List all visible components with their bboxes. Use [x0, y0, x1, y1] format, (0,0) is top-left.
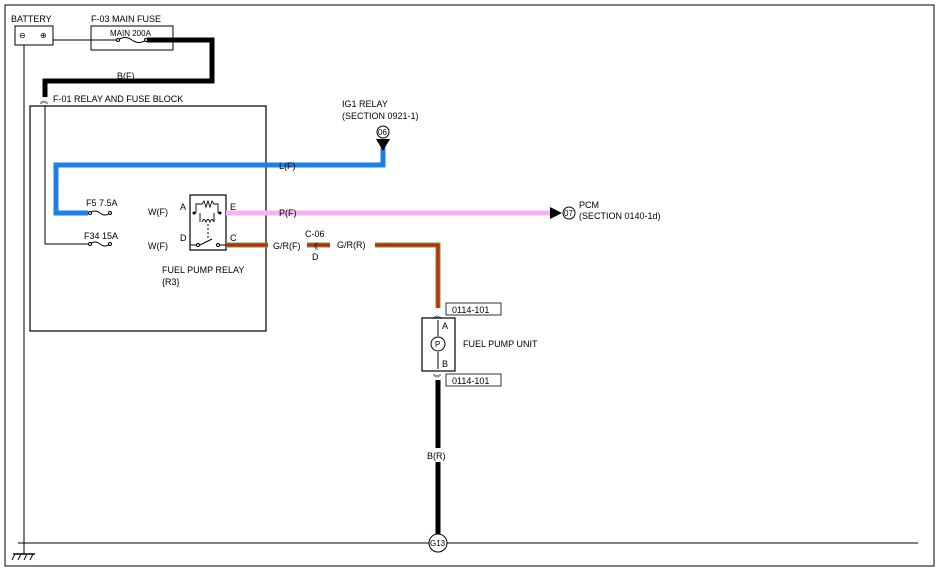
fuse-f5-icon — [89, 210, 111, 216]
wire-label-l-f: L(F) — [279, 161, 296, 171]
wire-block-bus — [44, 106, 88, 245]
battery-positive-terminal-icon: ⊕ — [40, 31, 47, 40]
ig1-relay-label: IG1 RELAY — [342, 99, 388, 109]
ground-g13-label: G13 — [430, 539, 446, 548]
main-fuse: F-03 MAIN FUSE MAIN 200A — [90, 14, 174, 51]
fuse-f5-terminal-right — [108, 211, 112, 215]
ig1-relay-marker — [376, 125, 390, 139]
wire-label-g-r-f: G/R(F) — [273, 241, 301, 251]
relay-fuse-block-label: F-01 RELAY AND FUSE BLOCK — [53, 94, 183, 104]
pump-pin-b: B — [442, 359, 448, 369]
pump-motor-symbol: P — [435, 340, 440, 349]
fuse-f5-terminal-left — [88, 211, 92, 215]
fuse-f34: F34 15A — [84, 231, 118, 247]
relay-terminal-a — [192, 211, 196, 215]
main-fuse-symbol-icon — [117, 37, 147, 43]
pump-connector-top-tag — [445, 302, 502, 316]
ig1-relay-reference: IG1 RELAY (SECTION 0921-1) 06 — [342, 99, 419, 151]
relay-terminal-e — [218, 211, 222, 215]
main-fuse-terminal-left — [116, 38, 120, 42]
ig1-arrow-icon — [376, 139, 390, 151]
wire-l-f — [53, 148, 386, 216]
pump-connector-bottom-chevron-icon: ︾ — [433, 374, 441, 383]
battery-negative-terminal-icon: ⊖ — [19, 31, 26, 40]
ground-g13: G13 — [428, 533, 448, 553]
relay-fuse-block-box — [29, 105, 267, 332]
wire-label-relay-d: W(F) — [148, 241, 168, 251]
pcm-marker — [562, 206, 576, 220]
relay-pin-a: A — [180, 202, 186, 212]
relay-switch-contact — [199, 238, 213, 246]
pcm-arrow-icon — [550, 207, 562, 219]
fuse-f5: F5 7.5A — [86, 198, 118, 216]
chassis-ground-icon — [11, 543, 35, 561]
main-fuse-label: F-03 MAIN FUSE — [91, 14, 161, 24]
relay-fuse-block: F-01 RELAY AND FUSE BLOCK — [29, 94, 267, 332]
wire-label-b-f: B(F) — [117, 71, 135, 81]
wire-label-p-f: P(F) — [279, 208, 297, 218]
fuel-pump-unit-box — [421, 317, 456, 372]
wire-label-b-r-bg — [424, 448, 452, 462]
wire-g-r-r-outer — [375, 242, 441, 308]
fuel-pump-unit-label: FUEL PUMP UNIT — [463, 339, 538, 349]
ig1-relay-marker-text: 06 — [378, 128, 387, 137]
fuel-pump-unit: ︽ 0114-101 A B P FUEL PUMP UNIT ︾ 0114-1… — [421, 302, 538, 387]
relay-pin-c: C — [230, 233, 237, 243]
pump-connector-bottom-tag — [445, 373, 502, 387]
fuel-pump-relay-box — [189, 194, 227, 251]
relay-pin-d: D — [180, 233, 187, 243]
fuse-f34-terminal-left — [88, 242, 92, 246]
wire-label-relay-a: W(F) — [148, 207, 168, 217]
battery-label: BATTERY — [11, 14, 52, 24]
pump-pin-a: A — [442, 321, 448, 331]
fuse-f34-icon — [89, 241, 111, 247]
pcm-reference: 07 PCM (SECTION 0140-1d) — [550, 200, 661, 221]
connector-c06: C-06 《 D — [305, 229, 325, 262]
pump-connector-top: 0114-101 — [452, 305, 489, 315]
wire-label-b-r: B(R) — [427, 451, 446, 461]
wire-b-f — [42, 37, 215, 97]
pump-connector-top-chevron-icon: ︽ — [433, 311, 441, 320]
connector-c06-pin: D — [312, 252, 319, 262]
connector-c06-chevron-icon: 《 — [310, 242, 318, 251]
pcm-label: PCM — [579, 200, 599, 210]
wire-label-g-r-r: G/R(R) — [337, 240, 366, 250]
connector-chevron-icon: ︽ — [40, 96, 48, 105]
ig1-relay-section: (SECTION 0921-1) — [342, 111, 419, 121]
battery: BATTERY ⊖ ⊕ — [11, 14, 54, 46]
fuse-f5-label: F5 7.5A — [86, 198, 118, 208]
connector-c06-label: C-06 — [305, 229, 325, 239]
pcm-section: (SECTION 0140-1d) — [579, 211, 661, 221]
battery-body — [14, 25, 54, 46]
fuel-pump-relay-ref: {R3} — [162, 277, 180, 287]
relay-pin-e: E — [230, 202, 236, 212]
ground-g13-marker — [428, 533, 448, 553]
wire-g-r-r-inner — [375, 243, 440, 308]
diagram-frame — [4, 4, 935, 567]
pcm-marker-text: 07 — [564, 209, 573, 218]
fuse-f34-terminal-right — [108, 242, 112, 246]
pump-motor-icon — [430, 336, 446, 352]
main-fuse-rating: MAIN 200A — [110, 29, 152, 38]
relay-coil-icon — [194, 199, 220, 224]
pump-connector-bottom: 0114-101 — [452, 376, 489, 386]
fuse-f34-label: F34 15A — [84, 231, 118, 241]
fuel-pump-relay-label: FUEL PUMP RELAY — [162, 265, 244, 275]
fuel-pump-relay: A E D C FUEL PUMP RELAY {R3} — [162, 194, 244, 287]
